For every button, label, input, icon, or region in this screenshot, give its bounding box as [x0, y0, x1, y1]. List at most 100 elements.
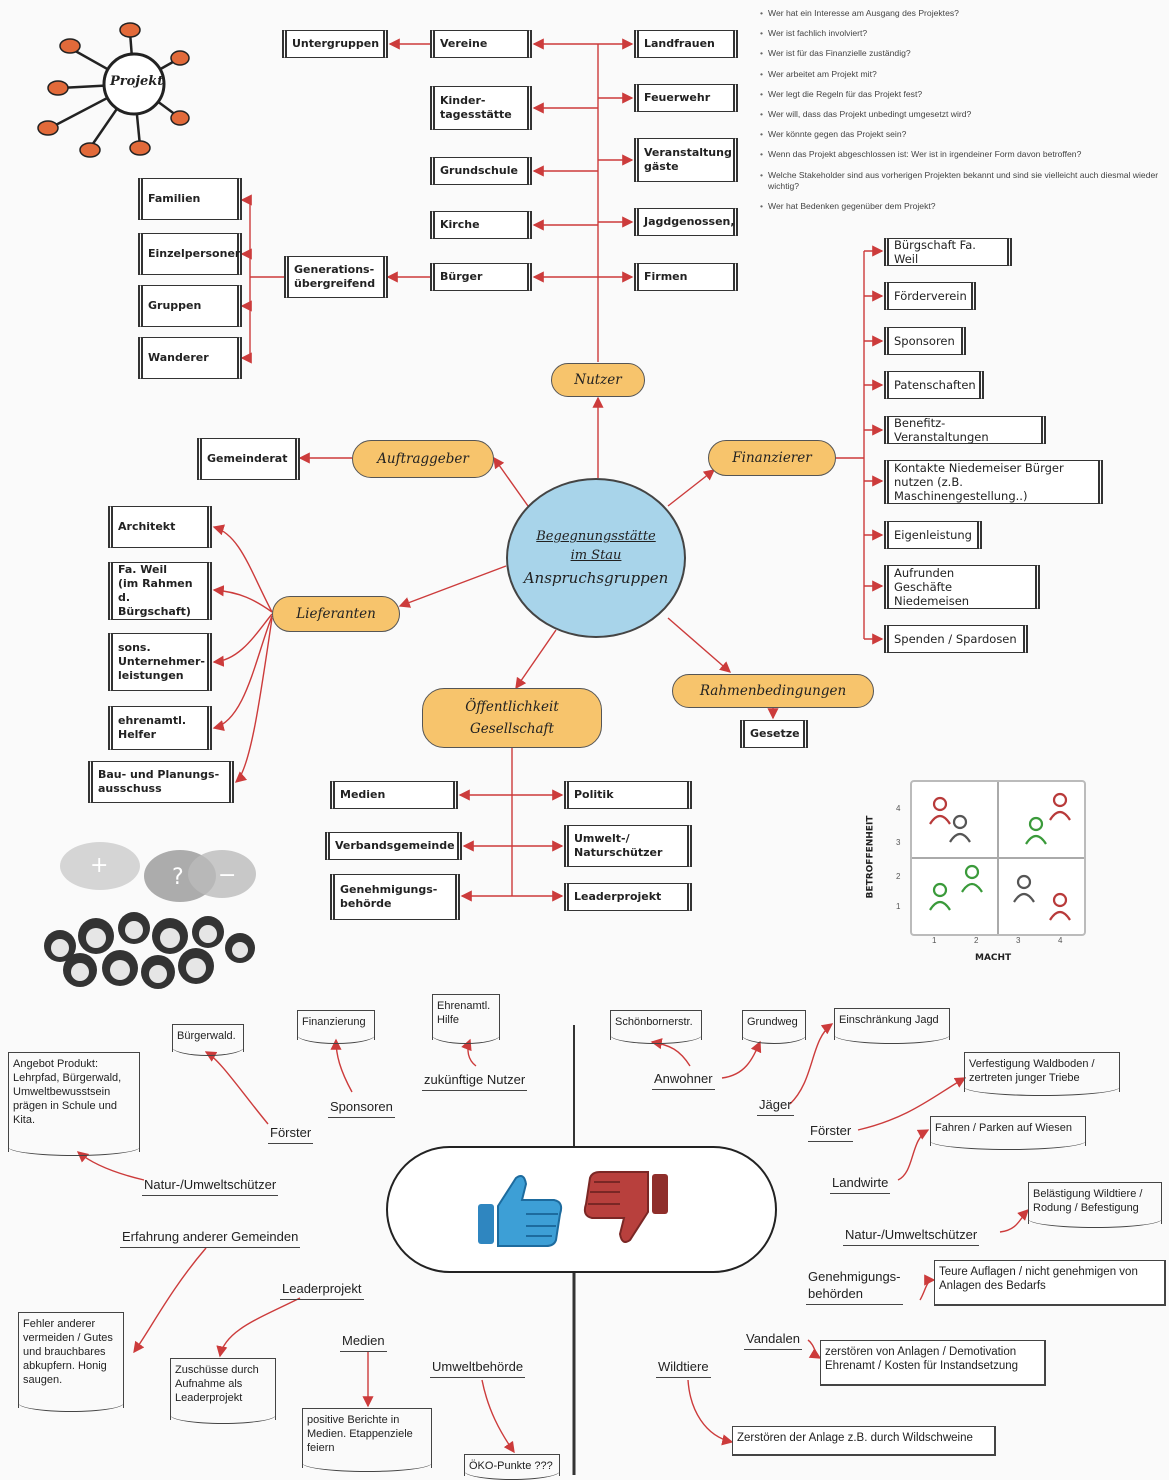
box-lieferanten-item: Architekt	[108, 506, 212, 548]
con-label: Genehmigungs- behörden	[806, 1268, 903, 1305]
matrix-x-tick: 2	[974, 936, 979, 945]
question-item: Wer arbeitet am Projekt mit?	[760, 69, 1168, 80]
category-nutzer: Nutzer	[551, 363, 645, 397]
con-label: Natur-/Umweltschützer	[843, 1226, 980, 1246]
category-rahmenbedingungen: Rahmenbedingungen	[672, 674, 874, 708]
box-vereine: Vereine	[430, 30, 532, 58]
svg-text:−: −	[218, 863, 236, 888]
box-untergruppen: Untergruppen	[282, 30, 388, 58]
question-item: Wer könnte gegen das Projekt sein?	[760, 129, 1168, 140]
matrix-x-tick: 4	[1058, 936, 1063, 945]
box-finanzierer-item: Kontakte Niedemeiser Bürger nutzen (z.B.…	[884, 460, 1103, 504]
con-label: Anwohner	[652, 1070, 715, 1090]
question-item: Welche Stakeholder sind aus vorherigen P…	[760, 170, 1168, 192]
matrix-y-label: BETROFFENHEIT	[865, 815, 876, 899]
pro-note: Bürgerwald.	[172, 1024, 244, 1056]
box-kirche: Kirche	[430, 211, 532, 239]
category-oeffentlichkeit: Öffentlichkeit Gesellschaft	[422, 688, 602, 748]
con-note: Fahren / Parken auf Wiesen	[930, 1116, 1086, 1150]
box-verbandsgemeinde: Verbandsgemeinde	[325, 832, 462, 860]
matrix-y-tick: 1	[896, 902, 901, 911]
matrix-y-axis: BETROFFENHEIT	[865, 808, 889, 908]
category-lieferanten: Lieferanten	[272, 596, 400, 632]
box-kindertagesstaette: Kinder- tagesstätte	[430, 86, 532, 130]
hub-title-line1: Begegnungsstätte	[536, 529, 656, 544]
con-label: Vandalen	[744, 1330, 802, 1350]
con-label: Jäger	[757, 1096, 794, 1116]
svg-text:?: ?	[172, 865, 184, 890]
box-finanzierer-item: Eigenleistung	[884, 521, 982, 549]
box-firmen: Firmen	[634, 263, 738, 291]
pro-note: Zuschüsse durch Aufnahme als Leaderproje…	[170, 1358, 276, 1424]
con-note: Belästigung Wildtiere / Rodung / Befesti…	[1028, 1182, 1162, 1228]
con-note: Zerstören der Anlage z.B. durch Wildschw…	[732, 1426, 996, 1456]
thumbs-down-icon	[580, 1168, 670, 1248]
pro-label: Sponsoren	[328, 1098, 395, 1118]
box-leaderprojekt: Leaderprojekt	[564, 883, 692, 911]
box-finanzierer-item: Förderverein	[884, 282, 976, 310]
pro-note: ÖKO-Punkte ???	[464, 1454, 560, 1480]
con-label: Landwirte	[830, 1174, 891, 1194]
box-finanzierer-item: Benefitz-Veranstaltungen	[884, 416, 1046, 444]
box-veranstaltungsgaeste: Veranstaltung gäste	[634, 138, 738, 182]
con-note: Einschränkung Jagd	[834, 1008, 950, 1044]
svg-text:+: +	[90, 853, 108, 878]
box-buerger: Bürger	[430, 263, 532, 291]
question-item: Wer legt die Regeln für das Projekt fest…	[760, 89, 1168, 100]
box-gruppen: Gruppen	[138, 285, 242, 327]
box-genehmigungsbehoerde: Genehmigungs- behörde	[330, 874, 460, 920]
box-jagdgenossen: Jagdgenossen,	[634, 208, 738, 236]
pro-label: Erfahrung anderer Gemeinden	[120, 1228, 301, 1248]
matrix-y-tick: 3	[896, 838, 901, 847]
hub-title-line2: im Stau	[570, 548, 622, 563]
pro-note: Fehler anderer vermeiden / Gutes und bra…	[18, 1312, 124, 1412]
question-item: Wer hat Bedenken gegenüber dem Projekt?	[760, 201, 1168, 212]
box-lieferanten-item: Bau- und Planungs- ausschuss	[88, 761, 234, 803]
central-hub: Begegnungsstätte im Stau Anspruchsgruppe…	[506, 478, 686, 638]
box-einzelpersonen: Einzelpersoner	[138, 233, 242, 275]
box-gemeinderat: Gemeinderat	[197, 438, 300, 480]
box-politik: Politik	[564, 781, 692, 809]
pro-label: Leaderprojekt	[280, 1280, 364, 1300]
box-finanzierer-item: Spenden / Spardosen	[884, 625, 1028, 653]
matrix-x-label: MACHT	[975, 953, 1012, 963]
box-feuerwehr: Feuerwehr	[634, 84, 738, 112]
box-lieferanten-item: sons. Unternehmer- leistungen	[108, 633, 212, 691]
project-spider-icon	[37, 22, 190, 158]
stakeholder-matrix	[910, 780, 1086, 936]
category-auftraggeber: Auftraggeber	[352, 440, 494, 478]
pro-label: Umweltbehörde	[430, 1358, 526, 1378]
pro-note: Ehrenamtl. Hilfe	[432, 994, 500, 1044]
matrix-x-tick: 3	[1016, 936, 1021, 945]
con-note: zerstören von Anlagen / Demotivation Ehr…	[820, 1340, 1046, 1386]
pro-note: Angebot Produkt: Lehrpfad, Bürgerwald, U…	[8, 1052, 140, 1156]
project-logo: Projekt	[30, 18, 190, 168]
pro-label: Natur-/Umweltschützer	[142, 1176, 279, 1196]
question-item: Wenn das Projekt abgeschlossen ist: Wer …	[760, 149, 1168, 160]
hub-title-line3: Anspruchsgruppen	[523, 569, 669, 587]
matrix-y-tick: 2	[896, 872, 901, 881]
thumbs-up-icon	[476, 1170, 566, 1250]
category-finanzierer: Finanzierer	[708, 440, 836, 476]
box-lieferanten-item: Fa. Weil (im Rahmen d. Bürgschaft)	[108, 562, 212, 620]
box-finanzierer-item: Patenschaften	[884, 371, 984, 399]
con-note: Grundweg	[742, 1010, 806, 1044]
box-generationsuebergreifend: Generations- übergreifend	[284, 256, 388, 298]
box-landfrauen: Landfrauen	[634, 30, 738, 58]
con-note: Schönbornerstr.	[610, 1010, 702, 1044]
box-umweltschuetzer: Umwelt-/ Naturschützer	[564, 825, 692, 867]
question-list: Wer hat ein Interesse am Ausgang des Pro…	[760, 8, 1168, 221]
crowd-illustration: + ? −	[30, 836, 260, 1002]
project-logo-label: Projekt	[110, 74, 164, 89]
box-grundschule: Grundschule	[430, 157, 532, 185]
box-lieferanten-item: ehrenamtl. Helfer	[108, 706, 212, 750]
question-item: Wer will, dass das Projekt unbedingt umg…	[760, 109, 1168, 120]
con-label: Förster	[808, 1122, 854, 1142]
con-note: Verfestigung Waldboden / zertreten junge…	[964, 1052, 1120, 1096]
box-finanzierer-item: Bürgschaft Fa. Weil	[884, 238, 1012, 266]
question-item: Wer hat ein Interesse am Ausgang des Pro…	[760, 8, 1168, 19]
pro-label: zukünftige Nutzer	[422, 1071, 528, 1091]
con-note: Teure Auflagen / nicht genehmigen von An…	[934, 1260, 1166, 1306]
box-finanzierer-item: Aufrunden Geschäfte Niedemeisen	[884, 565, 1040, 609]
